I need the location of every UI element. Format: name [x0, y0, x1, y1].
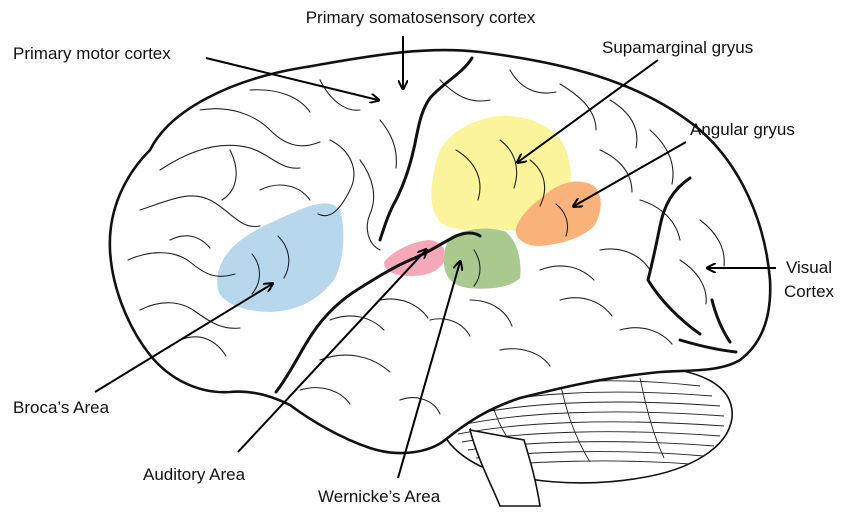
- label-angular: Angular gryus: [690, 120, 795, 140]
- label-primary-somatosensory: Primary somatosensory cortex: [283, 8, 558, 28]
- label-broca: Broca’s Area: [13, 398, 109, 418]
- label-primary-motor: Primary motor cortex: [13, 44, 171, 64]
- label-auditory: Auditory Area: [143, 465, 245, 485]
- label-visual-line2: Cortex: [776, 282, 842, 302]
- label-supramarginal: Supamarginal gryus: [602, 38, 753, 58]
- label-wernicke: Wernicke’s Area: [318, 487, 440, 507]
- label-visual-line1: Visual: [776, 258, 842, 278]
